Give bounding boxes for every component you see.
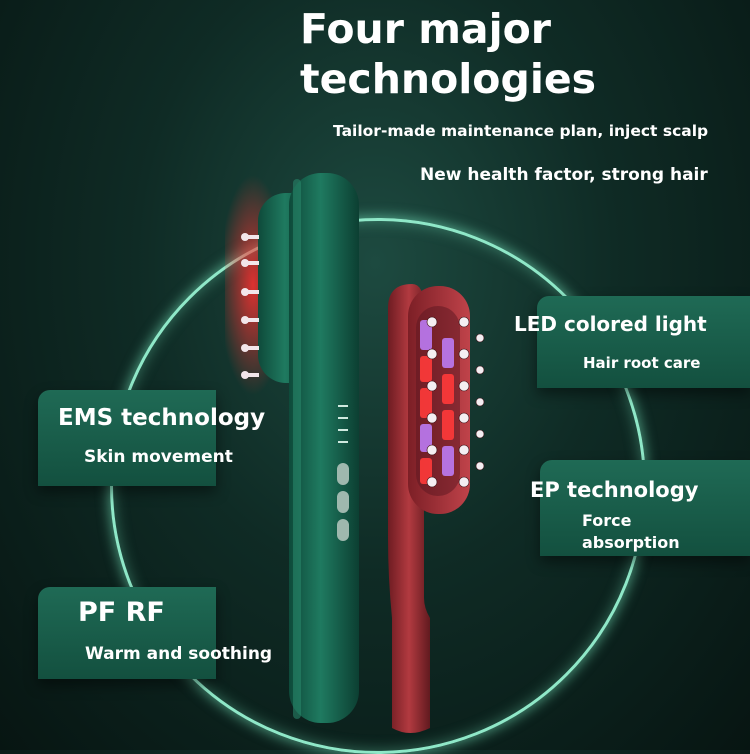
feature-subtitle-ems: Skin movement — [84, 447, 233, 467]
feature-title-ems: EMS technology — [58, 405, 266, 431]
feature-title-led: LED colored light — [514, 312, 707, 336]
feature-card-pf: PF RF Warm and soothing — [38, 587, 272, 679]
feature-subtitle-pf: Warm and soothing — [85, 644, 273, 664]
feature-title-ep: EP technology — [530, 478, 699, 502]
feature-title-pf: PF RF — [78, 597, 165, 628]
headline-line-2: technologies — [300, 55, 597, 103]
subheading-1: Tailor-made maintenance plan, inject sca… — [333, 122, 709, 140]
feature-subtitle-ep: Force absorption — [582, 511, 680, 552]
page-title: Four major technologies — [300, 4, 720, 104]
feature-card-ems: EMS technology Skin movement — [38, 390, 265, 486]
feature-subtitle-led: Hair root care — [583, 354, 701, 372]
feature-card-led: LED colored light Hair root care — [514, 296, 750, 388]
green-comb-device-icon — [225, 173, 359, 723]
subheading-2: New health factor, strong hair — [420, 165, 708, 185]
headline-line-1: Four major — [300, 5, 552, 53]
red-comb-device-icon — [388, 284, 485, 733]
feature-card-ep: EP technology Force absorption — [530, 460, 750, 556]
